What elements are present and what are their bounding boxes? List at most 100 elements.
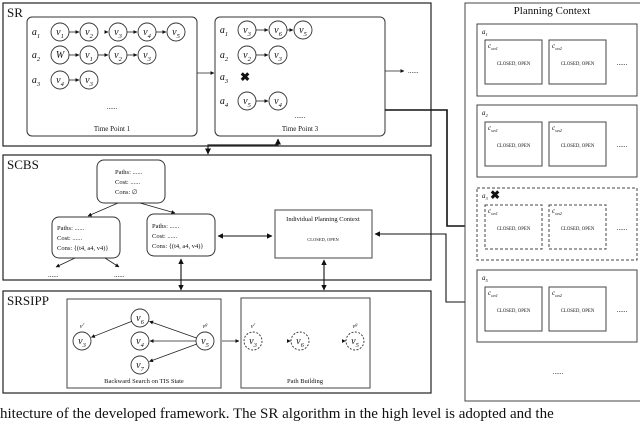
constraint-context-box: [484, 39, 543, 85]
constraint-name: con1: [488, 289, 498, 298]
backward-node-3-label: v7: [136, 360, 144, 373]
tp3-agent-a2: a2: [220, 50, 229, 63]
ct-left-cons: Cons: {(t4, a4, v4)}: [57, 245, 109, 252]
sr-to-planning-context-connector: [385, 109, 476, 230]
time-point-1-box: [26, 16, 198, 137]
time-point-3-box: [214, 16, 386, 137]
tp3-a1-node-2-label: v5: [299, 25, 307, 38]
ct-edge-root-left: [87, 202, 119, 217]
constraint-ellipsis: ......: [617, 141, 628, 149]
planning-context-agent-label-a1: a1: [482, 28, 488, 37]
tp3-agent-a1: a1: [220, 25, 228, 38]
ct-right-cons: Cons: {(t4, a4, v4)}: [152, 243, 204, 250]
tp1-a1-node-4-label: v5: [172, 27, 180, 40]
backward-node-0-circle: [72, 331, 92, 351]
constraint-content: CLOSED, OPEN: [561, 227, 595, 232]
planning-context-title: Planning Context: [514, 5, 591, 17]
tp1-a2-node-3-circle: [137, 45, 157, 65]
constraint-context-box: [484, 121, 543, 167]
path-building-goal-label: vg: [353, 322, 359, 331]
ct-root-cost: Cost: ......: [115, 179, 140, 186]
tp3-a4-node-1-label: v4: [274, 96, 282, 109]
path-building-node-2-label: v5: [351, 336, 359, 349]
backward-search-edge: [149, 320, 197, 339]
tp1-a3-node-1-circle: [79, 70, 99, 90]
tp1-a3-node-0-label: v4: [56, 75, 64, 88]
tp1-a2-node-2-label: v2: [114, 50, 122, 63]
tp1-a1-node-3-label: v4: [143, 27, 151, 40]
tp1-agent-a3: a3: [32, 75, 41, 88]
constraint-context-box: [548, 39, 607, 85]
scbs-label: SCBS: [7, 157, 39, 172]
backward-search-edge: [90, 320, 132, 338]
constraint-content: CLOSED, OPEN: [497, 227, 531, 232]
time-point-3-ellipsis: ......: [295, 112, 306, 120]
tp3-agent-a3: a3: [220, 72, 229, 85]
individual-planning-context-box: [274, 209, 373, 259]
constraint-content: CLOSED, OPEN: [497, 144, 531, 149]
backward-node-2-circle: [130, 331, 150, 351]
backward-search-edge: [149, 343, 197, 363]
constraint-name: con1: [488, 124, 498, 133]
tp1-a1-node-4-circle: [166, 22, 186, 42]
ct-root-cons: Cons: ∅: [115, 189, 138, 196]
ct-left-cost: Cost: ......: [57, 235, 82, 242]
ct-right-node: [146, 213, 216, 257]
backward-node-0-label: v3: [78, 336, 86, 349]
tp3-a1-node-2-circle: [293, 20, 313, 40]
sr-next-ellipsis: ......: [408, 67, 419, 75]
ipc-content: CLOSED, OPEN: [307, 237, 339, 243]
constraint-context-box: [484, 286, 543, 332]
ct-right-cost: Cost: ......: [152, 233, 177, 240]
tp1-a2-node-3-label: v3: [143, 50, 151, 63]
tp3-a4-node-1-circle: [268, 91, 288, 111]
sr-label: SR: [7, 5, 23, 20]
constraint-content: CLOSED, OPEN: [561, 309, 595, 314]
constraint-ellipsis: ......: [617, 306, 628, 314]
planning-context-agent-label-a5: a5: [482, 274, 489, 283]
ct-child-ellipsis-1: ......: [48, 271, 59, 279]
tp1-a1-node-0-label: v1: [56, 27, 64, 40]
constraint-content: CLOSED, OPEN: [497, 62, 531, 67]
time-point-1-label: Time Point 1: [94, 125, 131, 133]
constraint-context-box: [548, 204, 607, 250]
constraint-content: CLOSED, OPEN: [561, 62, 595, 67]
planning-context-agent-label-a3: a3: [482, 192, 489, 201]
tp1-agent-a2: a2: [32, 50, 41, 63]
constraint-name: con2: [552, 289, 563, 298]
backward-search-label: Backward Search on TIS State: [104, 378, 184, 385]
planning-context-agent-label-a2: a2: [482, 109, 489, 118]
path-building-start-label: vr: [251, 322, 256, 331]
ct-child-ellipsis-2: ......: [114, 271, 125, 279]
time-point-1-ellipsis: ......: [107, 103, 118, 111]
tp1-agent-a1: a1: [32, 27, 40, 40]
constraint-content: CLOSED, OPEN: [497, 309, 531, 314]
backward-node-1-circle: [130, 308, 150, 328]
ct-root-node: [96, 159, 166, 204]
constraint-ellipsis: ......: [617, 59, 628, 67]
srsipp-label: SRSIPP: [7, 293, 49, 308]
path-building-node-1-label: v6: [296, 336, 304, 349]
constraint-context-box: [484, 204, 543, 250]
ipc-title: Individual Planning Context: [286, 216, 360, 223]
tp3-a1-node-0-label: v3: [243, 25, 251, 38]
backward-node-1-label: v6: [136, 313, 144, 326]
path-building-node-0-circle: [243, 331, 263, 351]
removed-agent-cross-icon: ✖: [240, 70, 250, 84]
path-building-label: Path Building: [287, 378, 324, 385]
tp1-a1-node-1-label: v2: [85, 27, 93, 40]
ct-edge-left-child-2: [104, 257, 120, 268]
ct-right-paths: Paths: ......: [152, 223, 180, 230]
constraint-ellipsis: ......: [617, 224, 628, 232]
path-building-node-0-label: v3: [249, 336, 257, 349]
time-point-3-label: Time Point 3: [282, 125, 319, 133]
constraint-name: con2: [552, 42, 563, 51]
ct-edge-left-child-1: [55, 257, 76, 268]
ct-edge-root-right: [139, 202, 176, 214]
figure-caption: hitecture of the developed framework. Th…: [0, 406, 554, 422]
ct-left-node: [51, 216, 121, 259]
removed-agent-cross-icon: ✖: [490, 188, 500, 202]
tp1-a2-node-0-label: W: [56, 50, 66, 61]
planning-context-ellipsis: ......: [553, 368, 564, 376]
path-building-node-2-circle: [345, 331, 365, 351]
